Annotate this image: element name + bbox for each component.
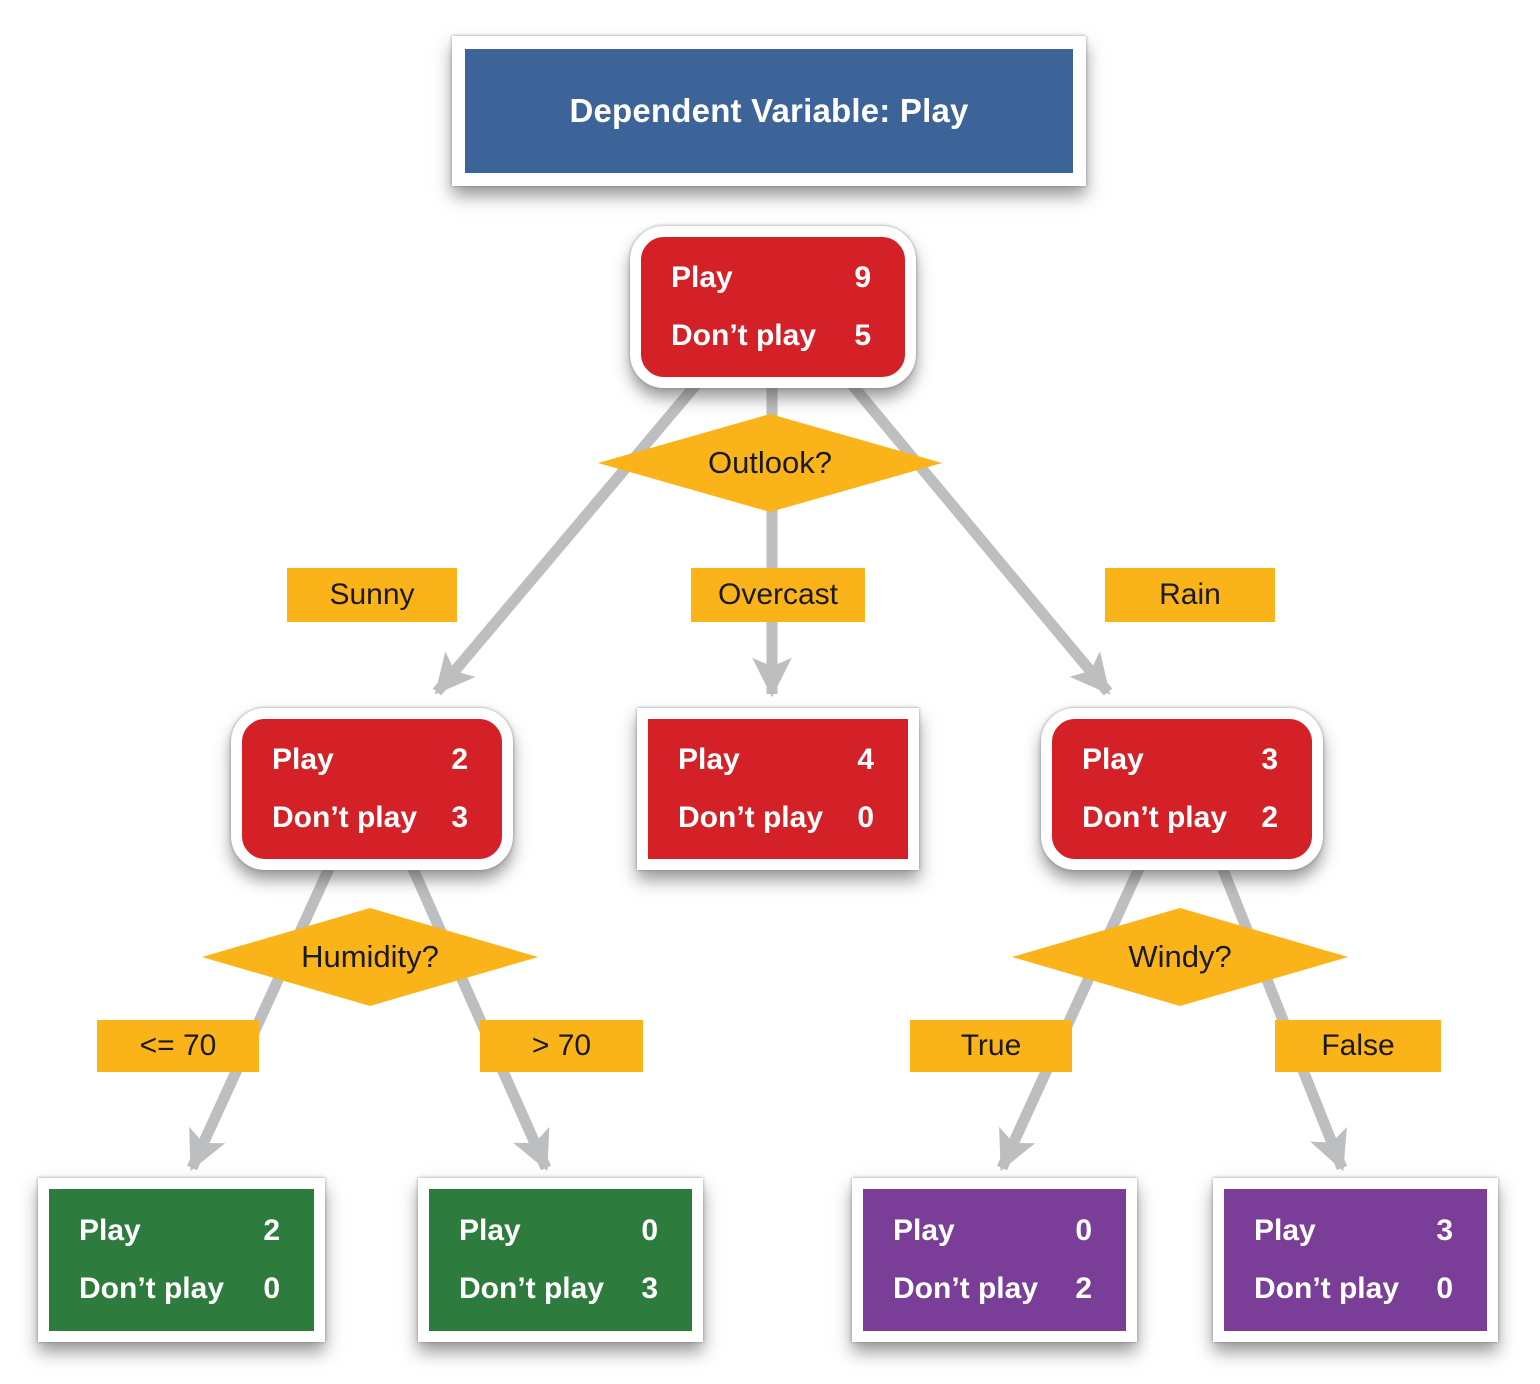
play-label: Play xyxy=(893,1213,955,1247)
dont-play-row: Don’t play 3 xyxy=(242,801,502,835)
windy-label: Windy? xyxy=(1128,939,1232,974)
rain-label-text: Rain xyxy=(1159,578,1221,611)
page-title: Dependent Variable: Play xyxy=(569,92,969,129)
dont-play-row: Don’t play 2 xyxy=(863,1272,1126,1306)
play-count: 0 xyxy=(1075,1213,1092,1247)
play-count: 2 xyxy=(263,1213,280,1247)
dont-play-label: Don’t play xyxy=(678,801,824,834)
play-row: Play 2 xyxy=(49,1214,314,1248)
dont-play-row: Don’t play 3 xyxy=(429,1272,692,1306)
play-count: 4 xyxy=(857,743,874,776)
dont-play-label: Don’t play xyxy=(1254,1272,1400,1306)
play-label: Play xyxy=(671,261,733,294)
dont-play-count: 3 xyxy=(641,1272,658,1306)
play-label: Play xyxy=(459,1213,521,1247)
node-rain: Play 3 Don’t play 2 xyxy=(1041,708,1323,870)
play-label: Play xyxy=(1254,1213,1316,1247)
dont-play-count: 0 xyxy=(1436,1272,1453,1306)
leaf-windy-true: Play 0 Don’t play 2 xyxy=(852,1178,1137,1342)
dont-play-count: 2 xyxy=(1075,1272,1092,1306)
dont-play-label: Don’t play xyxy=(893,1272,1039,1306)
windy-false-text: False xyxy=(1321,1029,1395,1062)
arrow-rain-to-false xyxy=(1214,859,1348,1172)
outlook-label: Outlook? xyxy=(707,445,833,480)
play-count: 0 xyxy=(641,1213,658,1247)
play-count: 2 xyxy=(451,743,468,776)
windy-true-text: True xyxy=(960,1029,1022,1062)
play-count: 3 xyxy=(1261,743,1278,776)
dont-play-count: 0 xyxy=(857,801,874,834)
dont-play-count: 5 xyxy=(854,319,871,352)
play-row: Play 3 xyxy=(1052,743,1312,777)
play-row: Play 9 xyxy=(641,261,905,295)
branch-label-sunny: Sunny xyxy=(287,568,457,622)
branch-label-overcast: Overcast xyxy=(691,568,865,622)
humidity-le-text: <= 70 xyxy=(139,1029,217,1062)
branch-label-humidity-gt: > 70 xyxy=(480,1020,643,1072)
dont-play-count: 2 xyxy=(1261,801,1278,834)
arrow-sunny-to-le70 xyxy=(186,859,338,1172)
play-label: Play xyxy=(272,743,334,776)
dont-play-row: Don’t play 2 xyxy=(1052,801,1312,835)
play-row: Play 2 xyxy=(242,743,502,777)
dont-play-label: Don’t play xyxy=(671,319,817,352)
node-root: Play 9 Don’t play 5 xyxy=(630,226,916,388)
play-row: Play 0 xyxy=(429,1214,692,1248)
title-box: Dependent Variable: Play xyxy=(452,36,1086,186)
play-label: Play xyxy=(79,1213,141,1247)
dont-play-label: Don’t play xyxy=(1082,801,1228,834)
node-sunny: Play 2 Don’t play 3 xyxy=(231,708,513,870)
arrow-root-to-sunny xyxy=(432,376,705,696)
play-count: 3 xyxy=(1436,1213,1453,1247)
overcast-label-text: Overcast xyxy=(717,578,839,611)
humidity-gt-text: > 70 xyxy=(531,1029,592,1062)
play-row: Play 4 xyxy=(648,743,908,777)
dont-play-row: Don’t play 0 xyxy=(1224,1272,1487,1306)
node-overcast: Play 4 Don’t play 0 xyxy=(637,708,919,870)
arrow-sunny-to-gt70 xyxy=(404,859,552,1172)
leaf-humidity-le: Play 2 Don’t play 0 xyxy=(38,1178,325,1342)
dont-play-row: Don’t play 0 xyxy=(49,1272,314,1306)
dont-play-row: Don’t play 0 xyxy=(648,801,908,835)
dont-play-label: Don’t play xyxy=(272,801,418,834)
leaf-humidity-gt: Play 0 Don’t play 3 xyxy=(418,1178,703,1342)
dont-play-label: Don’t play xyxy=(459,1272,605,1306)
dont-play-count: 3 xyxy=(451,801,468,834)
humidity-label: Humidity? xyxy=(301,939,439,974)
leaf-windy-false: Play 3 Don’t play 0 xyxy=(1213,1178,1498,1342)
branch-label-windy-false: False xyxy=(1275,1020,1441,1072)
dont-play-row: Don’t play 5 xyxy=(641,319,905,353)
sunny-label-text: Sunny xyxy=(329,578,415,611)
dont-play-count: 0 xyxy=(263,1272,280,1306)
branch-label-rain: Rain xyxy=(1105,568,1275,622)
play-row: Play 0 xyxy=(863,1214,1126,1248)
play-label: Play xyxy=(1082,743,1144,776)
branch-label-humidity-le: <= 70 xyxy=(97,1020,259,1072)
play-count: 9 xyxy=(854,261,871,294)
arrow-root-to-rain xyxy=(843,376,1113,696)
play-label: Play xyxy=(678,743,740,776)
arrow-rain-to-true xyxy=(996,859,1148,1172)
branch-label-windy-true: True xyxy=(910,1020,1072,1072)
dont-play-label: Don’t play xyxy=(79,1272,225,1306)
play-row: Play 3 xyxy=(1224,1214,1487,1248)
